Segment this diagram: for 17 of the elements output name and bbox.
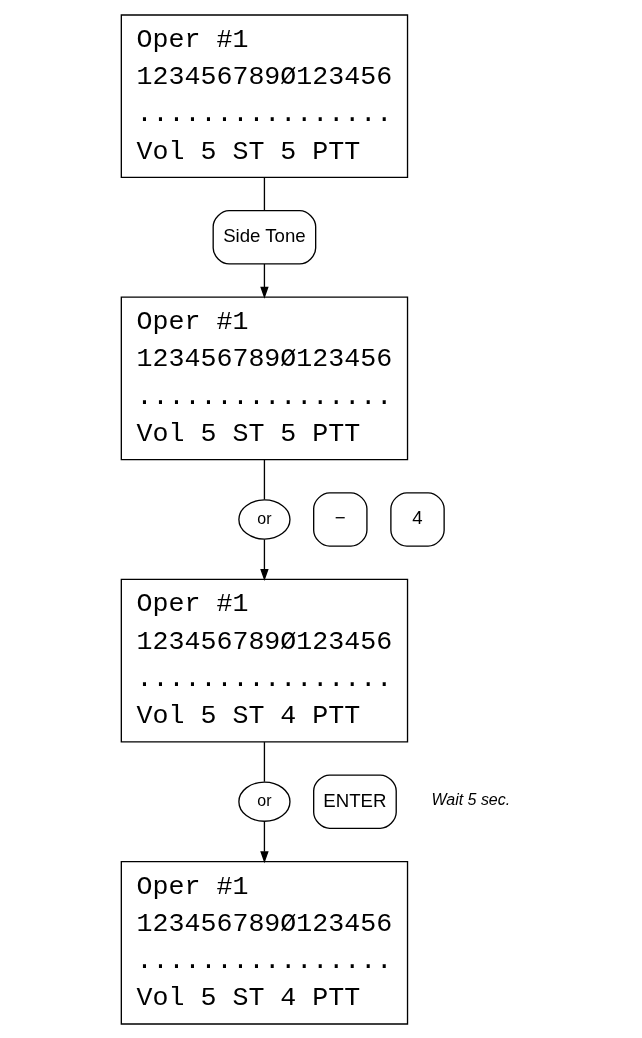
connector <box>263 458 266 500</box>
node-ellipse: or <box>238 780 291 822</box>
node-box: Oper #1 123456789Ø123456 ................ Vol 5 ST 5 PTT <box>120 296 409 460</box>
arrow <box>260 262 269 299</box>
arrow <box>260 820 269 863</box>
node-box: − <box>313 491 368 547</box>
node-box: Oper #1 123456789Ø123456 ................ Vol 5 ST 4 PTT <box>120 578 409 742</box>
connector <box>263 740 266 782</box>
arrow <box>260 538 269 581</box>
node-box: Oper #1 123456789Ø123456 ................ Vol 5 ST 5 PTT <box>120 13 409 178</box>
node-ellipse: or <box>238 498 291 540</box>
node-box: Side Tone <box>212 209 317 265</box>
connector <box>263 176 266 211</box>
node-box: Oper #1 123456789Ø123456 ................ Vol 5 ST 4 PTT <box>120 860 409 1025</box>
node-box: ENTER <box>313 773 397 829</box>
label: Wait 5 sec. <box>431 790 511 807</box>
node-box: 4 <box>390 491 445 547</box>
